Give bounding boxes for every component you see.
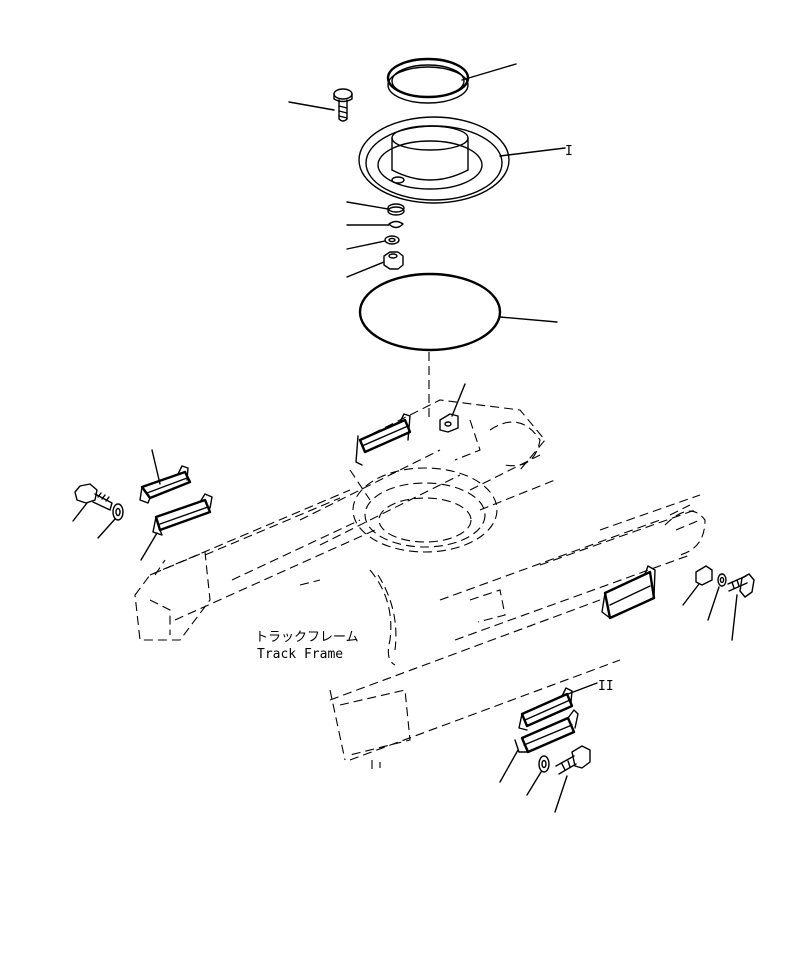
callout-guard-bracket: II (598, 679, 614, 694)
track-frame-label-jp: トラックフレーム (255, 630, 359, 645)
clamp-block (439, 413, 459, 433)
leader-clamp-block (451, 383, 466, 417)
leader-bolt-right (731, 594, 738, 641)
guard-bracket-left-upper (139, 465, 192, 504)
bolt-lower (555, 745, 591, 775)
guard-bracket-lower-lower (514, 709, 579, 754)
leader-bolt-left (72, 502, 88, 522)
leader-bracket-left-lower (140, 532, 158, 561)
hex-nut (383, 251, 404, 270)
o-ring (388, 220, 404, 229)
leader-gasket (499, 316, 558, 323)
guard-bracket-right (601, 565, 656, 620)
leader-flat-washer (346, 240, 386, 250)
gasket (358, 272, 502, 352)
leader-spacer-right (682, 583, 700, 606)
bolt-left (74, 483, 113, 511)
seal-ring (386, 57, 470, 104)
screw (333, 88, 353, 122)
guard-bracket-left-lower (152, 493, 213, 536)
lock-washer (387, 203, 405, 216)
leader-bracket-left-upper (151, 449, 161, 485)
guard-bracket-lower-upper (518, 687, 574, 731)
spacer-right (695, 565, 713, 586)
leader-lock-washer (346, 201, 389, 210)
leader-bolt-lower (554, 775, 568, 813)
leader-washer-right (707, 586, 720, 621)
bolt-right (727, 573, 755, 598)
washer-left (112, 503, 124, 521)
leader-washer-lower (526, 771, 542, 796)
leader-bracket-lower (567, 682, 598, 695)
washer-lower (538, 755, 550, 773)
track-frame-label-en: Track Frame (257, 647, 343, 662)
leader-ring-cover (499, 147, 566, 157)
leader-screw (288, 101, 335, 111)
leader-washer-left (97, 518, 116, 539)
leader-bracket-lower-2 (499, 749, 519, 783)
callout-ring-cover: I (565, 144, 573, 159)
washer-right (717, 573, 727, 587)
leader-seal-ring (461, 63, 517, 81)
flat-washer (384, 235, 400, 245)
guard-bracket-center (355, 413, 412, 466)
leader-hex-nut (346, 261, 385, 278)
ring-cover (358, 116, 510, 204)
track-frame (134, 399, 706, 770)
